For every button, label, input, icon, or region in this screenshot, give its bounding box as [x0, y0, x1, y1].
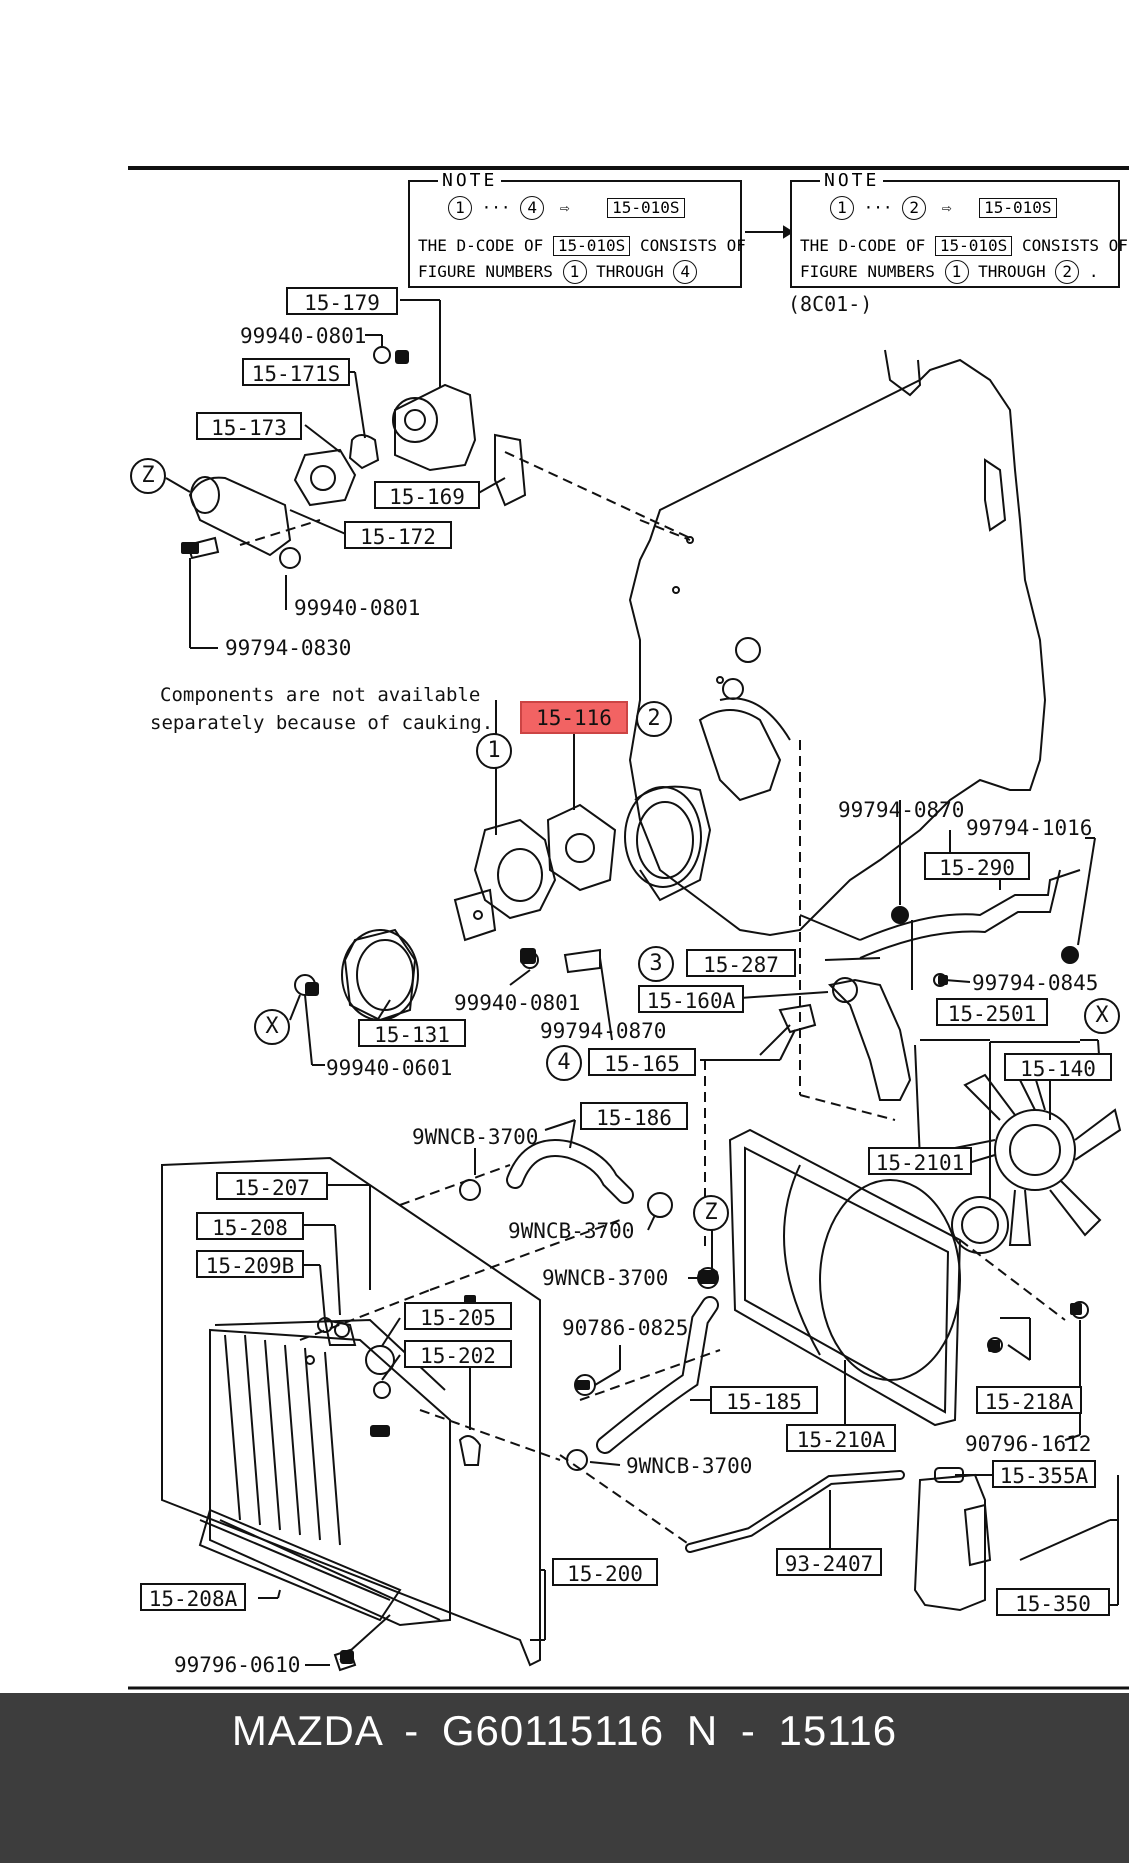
note-left-range-end: 4 — [520, 196, 545, 220]
note-left-line3-mid: THROUGH — [596, 262, 664, 281]
note-left-range-sep: ··· — [481, 198, 511, 217]
part-15-116-highlighted[interactable]: 15-116 — [520, 701, 628, 734]
note-right-range: 1 ··· 2 ⇨ 15-010S — [830, 196, 1057, 220]
part-15-290[interactable]: 15-290 — [924, 852, 1030, 880]
note-right-line3-mid: THROUGH — [978, 262, 1046, 281]
part-number-99794-0845: 99794-0845 — [972, 971, 1099, 995]
part-15-173[interactable]: 15-173 — [196, 412, 302, 440]
part-15-208[interactable]: 15-208 — [196, 1212, 304, 1240]
part-15-208a[interactable]: 15-208A — [140, 1583, 246, 1611]
part-15-218a[interactable]: 15-218A — [976, 1386, 1082, 1414]
part-15-171s[interactable]: 15-171S — [242, 358, 350, 386]
note-right-title: NOTE — [820, 170, 884, 191]
part-number-99940-0801-pump: 99940-0801 — [454, 991, 581, 1015]
note-right-line2-code: 15-010S — [934, 236, 1013, 256]
note-right-line2-post: CONSISTS OF — [1021, 236, 1128, 255]
note-left-line3-a: 1 — [562, 260, 587, 284]
part-number-9wncb-3700-b: 9WNCB-3700 — [508, 1219, 635, 1243]
note-right-code: 15-010S — [979, 198, 1057, 218]
callout-z-top: Z — [130, 458, 166, 494]
part-15-160a[interactable]: 15-160A — [638, 985, 744, 1013]
note-right-line3-end: . — [1088, 262, 1099, 281]
note-left-line2: THE D-CODE OF 15-010S CONSISTS OF — [418, 236, 746, 256]
part-number-99796-0610: 99796-0610 — [174, 1653, 301, 1677]
note-right-range-start: 1 — [830, 196, 854, 220]
note-right-range-sep: ··· — [863, 198, 893, 217]
note-left-line2-post: CONSISTS OF — [639, 236, 746, 255]
note-left-code: 15-010S — [607, 198, 685, 218]
caption-line2: separately because of cauking. — [150, 712, 494, 734]
callout-x-right: X — [1084, 998, 1120, 1034]
part-15-179[interactable]: 15-179 — [286, 287, 398, 315]
note-right: NOTE 1 ··· 2 ⇨ 15-010S THE D-CODE OF 15-… — [790, 170, 1128, 288]
note-right-line3-pre: FIGURE NUMBERS — [800, 262, 935, 281]
part-15-200[interactable]: 15-200 — [552, 1558, 658, 1586]
part-15-131[interactable]: 15-131 — [358, 1019, 466, 1047]
part-number-9wncb-3700-d: 9WNCB-3700 — [626, 1454, 753, 1478]
part-15-165[interactable]: 15-165 — [588, 1048, 696, 1076]
note-left-line3-pre: FIGURE NUMBERS — [418, 262, 553, 281]
callout-4: 4 — [546, 1045, 582, 1081]
callout-3: 3 — [638, 946, 674, 982]
part-15-169[interactable]: 15-169 — [374, 481, 480, 509]
part-15-355a[interactable]: 15-355A — [992, 1460, 1096, 1488]
part-number-90786-0825: 90786-0825 — [562, 1316, 689, 1340]
note-right-arrow: ⇨ — [941, 198, 952, 217]
note-left-range-start: 1 — [448, 196, 472, 220]
part-number-9wncb-3700-a: 9WNCB-3700 — [412, 1125, 539, 1149]
part-15-185[interactable]: 15-185 — [710, 1386, 818, 1414]
part-15-350[interactable]: 15-350 — [996, 1588, 1110, 1616]
part-15-205[interactable]: 15-205 — [404, 1302, 512, 1330]
note-left-line2-code: 15-010S — [552, 236, 631, 256]
callout-2: 2 — [636, 701, 672, 737]
part-number-99940-0601: 99940-0601 — [326, 1056, 453, 1080]
serial-range-label: (8C01-) — [788, 292, 873, 316]
part-number-99940-0801-top: 99940-0801 — [240, 324, 367, 348]
part-number-9wncb-3700-c: 9WNCB-3700 — [542, 1266, 669, 1290]
callout-1: 1 — [476, 733, 512, 769]
note-right-line3-a: 1 — [944, 260, 969, 284]
callout-x-left: X — [254, 1009, 290, 1045]
note-left-arrow: ⇨ — [559, 198, 570, 217]
note-left-line2-pre: THE D-CODE OF — [418, 236, 544, 255]
part-15-2101[interactable]: 15-2101 — [868, 1147, 972, 1175]
note-left-title: NOTE — [438, 170, 502, 191]
note-left-line3-b: 4 — [673, 260, 698, 284]
part-number-99794-0870-right: 99794-0870 — [838, 798, 965, 822]
note-right-line3: FIGURE NUMBERS 1 THROUGH 2 . — [800, 260, 1099, 284]
caption-line1: Components are not available — [160, 684, 481, 706]
part-15-186[interactable]: 15-186 — [580, 1102, 688, 1130]
part-15-172[interactable]: 15-172 — [344, 521, 452, 549]
note-left-range: 1 ··· 4 ⇨ 15-010S — [448, 196, 685, 220]
part-number-99940-0801-mid: 99940-0801 — [294, 596, 421, 620]
part-number-99794-0870-pump: 99794-0870 — [540, 1019, 667, 1043]
part-number-90796-1612: 90796-1612 — [965, 1432, 1092, 1456]
part-number-99794-0830: 99794-0830 — [225, 636, 352, 660]
part-15-287[interactable]: 15-287 — [686, 949, 796, 977]
footer-part-caption: MAZDA - G60115116 N - 15116 — [231, 1707, 898, 1754]
part-15-209b[interactable]: 15-209B — [196, 1250, 304, 1278]
part-15-202[interactable]: 15-202 — [404, 1340, 512, 1368]
footer-bar: MAZDA - G60115116 N - 15116 — [0, 1693, 1129, 1863]
part-15-207[interactable]: 15-207 — [216, 1172, 328, 1200]
note-right-line3-b: 2 — [1055, 260, 1080, 284]
part-15-140[interactable]: 15-140 — [1004, 1053, 1112, 1081]
part-15-2501[interactable]: 15-2501 — [936, 998, 1048, 1026]
note-left: NOTE 1 ··· 4 ⇨ 15-010S THE D-CODE OF 15-… — [408, 170, 746, 288]
part-15-210a[interactable]: 15-210A — [786, 1424, 896, 1452]
note-right-line2: THE D-CODE OF 15-010S CONSISTS OF — [800, 236, 1128, 256]
note-right-range-end: 2 — [902, 196, 927, 220]
note-right-line2-pre: THE D-CODE OF — [800, 236, 926, 255]
note-left-line3: FIGURE NUMBERS 1 THROUGH 4 — [418, 260, 698, 284]
callout-z-mid: Z — [693, 1195, 729, 1231]
part-number-99794-1016: 99794-1016 — [966, 816, 1093, 840]
part-93-2407[interactable]: 93-2407 — [776, 1548, 882, 1576]
